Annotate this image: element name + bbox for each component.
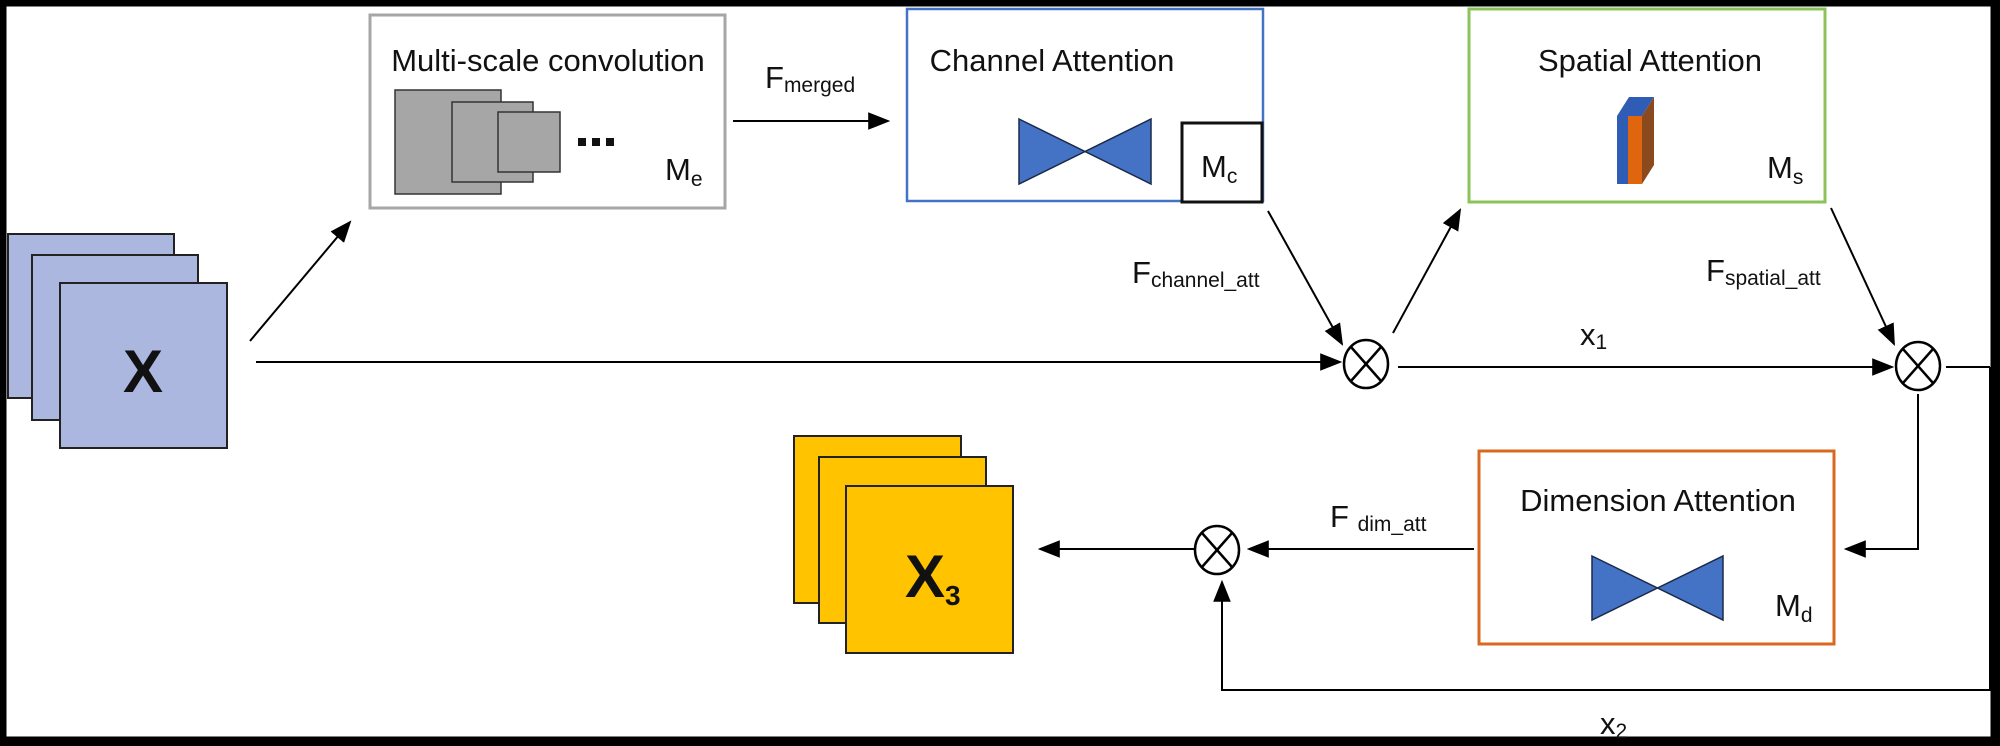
multiply-operator-3: [1193, 524, 1241, 576]
channel-symbol-box: [1180, 121, 1264, 204]
dimension-attention-block: Dimension Attention Md: [1477, 449, 1836, 646]
bowtie-icon: [1591, 554, 1724, 622]
channel-block-title: Channel Attention: [930, 43, 1175, 78]
multiscale-symbol: Me: [665, 152, 703, 191]
arrow-multiply2-to-dimension: [1843, 394, 1919, 558]
spatial-attention-block: Spatial Attention Ms: [1467, 7, 1827, 204]
multiply-operator-1: [1342, 338, 1390, 390]
channel-symbol: Mc: [1201, 149, 1237, 188]
spatial-block-title: Spatial Attention: [1538, 43, 1762, 78]
channel-attention-block: Channel Attention Mc: [905, 7, 1265, 204]
label-f-channel-att: Fchannel_att: [1132, 255, 1260, 292]
label-f-merged: Fmerged: [765, 60, 855, 97]
label-x2: x2: [1600, 706, 1627, 743]
output-feature-stack: X3: [793, 435, 1014, 654]
dimension-block-border: [1477, 449, 1836, 646]
connections: [249, 112, 1991, 691]
input-feature-stack: X: [7, 233, 228, 449]
bowtie-icon: [1018, 117, 1152, 186]
input-feature-map-front: [59, 282, 228, 449]
arrow-multiply1-to-spatial: [1392, 208, 1462, 334]
multiscale-block-title: Multi-scale convolution: [391, 43, 705, 78]
label-x1: x1: [1580, 317, 1607, 354]
arrow-channel-to-multiply1: [1267, 210, 1344, 346]
arrow-input-to-multiscale: [249, 220, 352, 342]
spatial-map-icon: [1617, 97, 1654, 184]
label-f-spatial-att: Fspatial_att: [1706, 253, 1821, 290]
arrow-x2-to-multiply3: [1213, 367, 1991, 691]
conv-kernel-small: [497, 111, 561, 173]
frame-bottom-edge: [0, 738, 2000, 746]
dimension-block-title: Dimension Attention: [1520, 483, 1796, 518]
label-f-dim-att: F dim_att: [1330, 499, 1427, 536]
ellipsis-icon: [578, 138, 614, 146]
input-label: X: [123, 338, 163, 405]
multiply-operator-2: [1894, 340, 1942, 392]
arrow-spatial-to-multiply2: [1830, 207, 1895, 346]
spatial-symbol: Ms: [1767, 150, 1803, 189]
dimension-symbol: Md: [1775, 588, 1813, 627]
output-label: X3: [905, 543, 961, 611]
output-feature-map-front: [845, 485, 1014, 654]
multiscale-convolution-block: Multi-scale convolution Me: [368, 13, 727, 210]
